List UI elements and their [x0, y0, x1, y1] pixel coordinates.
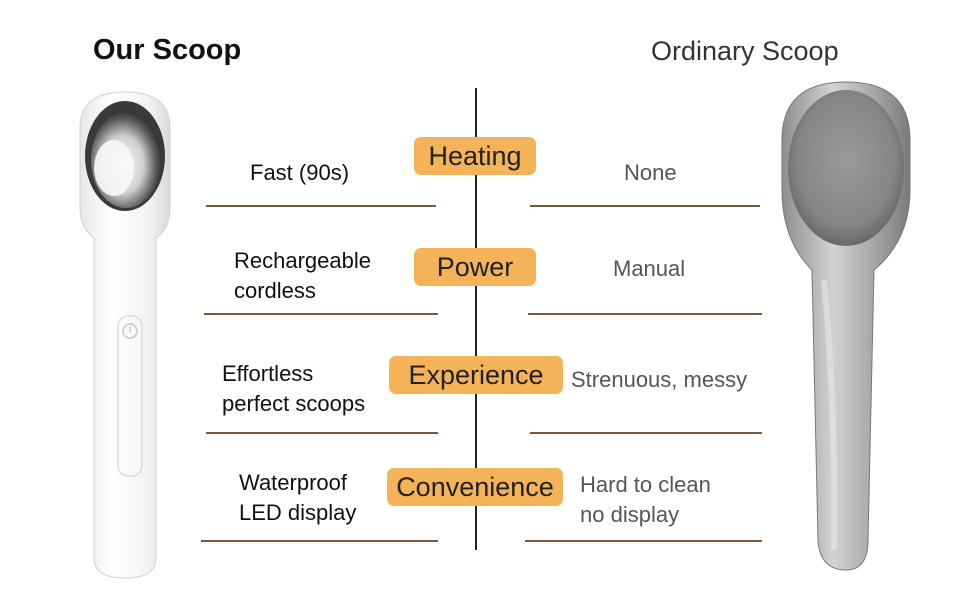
ours-heating-value: Fast (90s) — [250, 160, 350, 185]
ours-experience-value: Effortless perfect scoops — [222, 361, 366, 416]
our-scoop-image — [79, 91, 171, 579]
ours-convenience-value: Waterproof LED display — [239, 470, 357, 525]
row-rule-right — [530, 205, 760, 207]
row-rule-right — [530, 432, 762, 434]
row-rule-left — [206, 432, 438, 434]
row-rule-left — [204, 313, 438, 315]
ours-power-value: Rechargeable cordless — [234, 248, 371, 303]
ordinary-convenience-value: Hard to clean no display — [580, 472, 711, 527]
row-rule-right — [528, 313, 762, 315]
category-convenience: Convenience — [387, 468, 563, 506]
category-heating: Heating — [414, 137, 536, 175]
ordinary-scoop-title: Ordinary Scoop — [651, 36, 839, 66]
ordinary-scoop-image — [781, 81, 911, 571]
center-divider — [475, 88, 477, 550]
row-rule-left — [201, 540, 438, 542]
our-scoop-title: Our Scoop — [93, 34, 242, 66]
category-power: Power — [414, 248, 536, 286]
row-rule-left — [206, 205, 436, 207]
ordinary-power-value: Manual — [613, 256, 686, 281]
category-experience: Experience — [389, 356, 563, 394]
ordinary-heating-value: None — [624, 160, 677, 185]
ordinary-experience-value: Strenuous, messy — [571, 367, 748, 392]
row-rule-right — [525, 540, 762, 542]
